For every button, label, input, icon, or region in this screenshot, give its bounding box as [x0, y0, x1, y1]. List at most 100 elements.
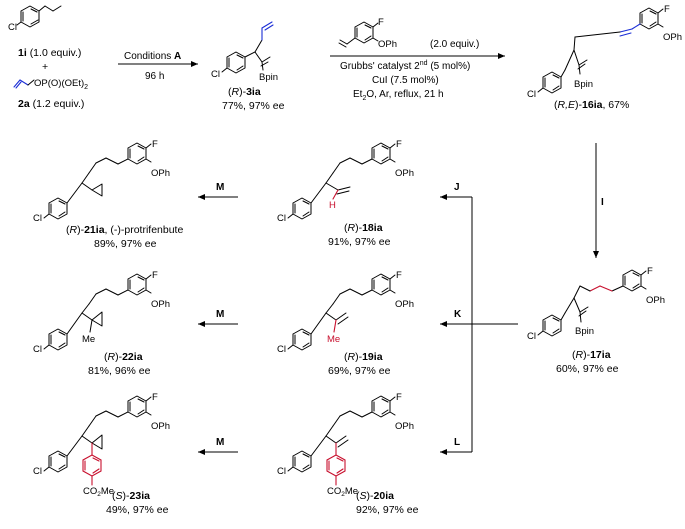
branch-arrows: J K L [440, 182, 518, 455]
cl-label-20ia: Cl [277, 466, 286, 477]
f-label-23ia: F [152, 392, 158, 403]
yield-18ia: 91%, 97% ee [328, 236, 391, 248]
solvent-post: O, Ar, reflux, 21 h [366, 89, 443, 100]
config-18ia: R [348, 222, 356, 234]
f-label-22ia: F [152, 270, 158, 281]
config-21ia: R [70, 224, 78, 236]
yield-21ia: 89%, 97% ee [94, 238, 157, 250]
reagent-i: I [601, 197, 604, 208]
compound-16ia-label: (R,E)-16ia, 67% [554, 99, 629, 111]
compound-22ia-label: (R)-22ia [104, 351, 143, 363]
compound-21ia: F OPh Cl (R)-21ia, (-)-protrifenbute 89%… [33, 139, 183, 250]
compound-1i-label: 1i (1.0 equiv.) [18, 47, 81, 59]
reagent-equiv: (2.0 equiv.) [430, 39, 479, 50]
oph-label-reagent: OPh [378, 39, 397, 50]
id-21ia: 21ia [84, 224, 105, 236]
cl-label: Cl [8, 22, 17, 33]
compound-20ia-label: (S)-20ia [356, 490, 394, 502]
compound-23ia-label: (S)-23ia [112, 490, 150, 502]
oph-label-19ia: OPh [395, 299, 414, 310]
solvent-line: Et2O, Ar, reflux, 21 h [353, 89, 444, 102]
cl-label-22ia: Cl [33, 344, 42, 355]
reagent-m-22: M [216, 309, 224, 320]
structure-19ia [287, 273, 396, 351]
oph-label-23ia: OPh [151, 421, 170, 432]
config-17ia: R [576, 349, 584, 361]
id-16ia: 16ia [582, 99, 603, 111]
config-19ia: R [348, 351, 356, 363]
structure-2a [13, 79, 35, 89]
oph-label-17ia: OPh [646, 295, 665, 306]
cl-label-17ia: Cl [527, 331, 536, 342]
phosphate-text: OP(O)(OEt) [34, 78, 84, 89]
conditions-label: Conditions [124, 51, 171, 62]
catalyst-name: Grubbs' catalyst 2 [340, 61, 420, 72]
co2me-post-20ia: Me [345, 486, 358, 497]
conditions-letter: A [174, 51, 181, 62]
cl-label-21ia: Cl [33, 213, 42, 224]
compound-18ia-label: (R)-18ia [344, 222, 383, 234]
cl-label-23ia: Cl [33, 466, 42, 477]
h-label-18ia: H [329, 200, 336, 211]
id-3ia: 3ia [246, 86, 261, 98]
co2me-sub-20ia: 2 [341, 491, 345, 498]
yield-16ia: 67% [608, 99, 629, 111]
solvent-pre: Et [353, 89, 363, 100]
yield-20ia: 92%, 97% ee [356, 504, 419, 516]
bpin-label-16ia: Bpin [574, 79, 593, 90]
compound-22ia: F OPh Cl Me (R)-22ia 81%, 96% ee [33, 270, 170, 377]
compound-2a: OP(O)(OEt)2 2a (1.2 equiv.) [13, 78, 88, 110]
f-label-17ia: F [647, 266, 653, 277]
m-arrows: M M M [198, 182, 238, 455]
phosphate-sub: 2 [84, 84, 88, 91]
f-label-reagent: F [378, 17, 384, 28]
f-label-20ia: F [396, 392, 402, 403]
yield-23ia: 49%, 97% ee [106, 504, 169, 516]
cl-label-18ia: Cl [277, 213, 286, 224]
yield-17ia: 60%, 97% ee [556, 363, 619, 375]
plus-sign: + [42, 61, 48, 73]
cl-label-19ia: Cl [277, 344, 286, 355]
step-2: F OPh (2.0 equiv.) Grubbs' catalyst 2nd … [330, 17, 505, 102]
bpin-label-3ia: Bpin [259, 72, 278, 83]
compound-1i: Cl 1i (1.0 equiv.) + [8, 5, 81, 73]
compound-17ia: F OPh Cl Bpin (R)-17ia 60%, 97% ee [527, 266, 665, 375]
oph-label-16ia: OPh [663, 32, 682, 43]
id-18ia: 18ia [362, 222, 383, 234]
id-20ia: 20ia [374, 490, 395, 502]
structure-20ia [287, 395, 396, 486]
compound-16ia: F OPh Cl Bpin (R,E)-16ia, 67% [527, 4, 682, 111]
id-23ia: 23ia [130, 490, 151, 502]
structure-18ia [287, 142, 396, 220]
oph-label-22ia: OPh [151, 299, 170, 310]
structure-22ia [43, 273, 152, 351]
catalyst-sup: nd [420, 60, 428, 67]
structure-3ia [221, 21, 274, 74]
id-17ia: 17ia [590, 349, 611, 361]
structure-16ia [537, 7, 664, 94]
step-1: Conditions A 96 h [118, 51, 198, 82]
compound-3ia: Cl Bpin (R)-3ia 77%, 97% ee [211, 21, 285, 112]
name-21ia: , (-)-protrifenbute [105, 224, 184, 236]
catalyst-load: (5 mol%) [430, 61, 470, 72]
reagent-m-23: M [216, 437, 224, 448]
compound-17ia-label: (R)-17ia [572, 349, 611, 361]
compound-3ia-label: (R)-3ia [228, 86, 261, 98]
co2me-label-20ia: CO2Me [327, 486, 358, 498]
compound-19ia-label: (R)-19ia [344, 351, 383, 363]
config-22ia: R [108, 351, 116, 363]
me-label-19ia: Me [327, 334, 340, 345]
f-label-18ia: F [396, 139, 402, 150]
step-i: I [593, 143, 604, 258]
solvent-sub: 2 [362, 95, 366, 102]
conditions-a: Conditions A [124, 51, 181, 62]
yield-22ia: 81%, 96% ee [88, 365, 151, 377]
aryl-alkene-reagent [338, 21, 379, 48]
f-label-16ia: F [664, 4, 670, 15]
co2me-pre-23ia: CO [83, 486, 97, 497]
co2me-post-23ia: Me [101, 486, 114, 497]
structure-1i [16, 5, 62, 28]
compound-19ia: F OPh Cl Me (R)-19ia 69%, 97% ee [277, 270, 414, 377]
reagent-k: K [454, 309, 462, 320]
